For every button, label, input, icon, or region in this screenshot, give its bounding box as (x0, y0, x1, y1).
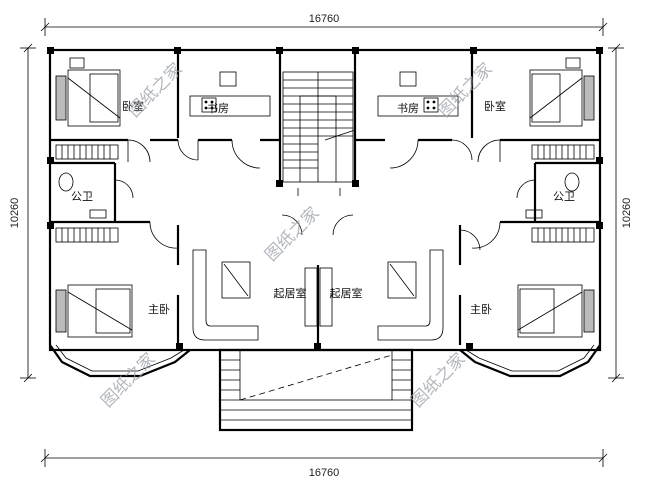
dimension-right (608, 43, 624, 383)
bed-top-left (55, 57, 121, 127)
watermark-4: 图纸之家 (97, 349, 159, 411)
dimension-left-label: 10260 (9, 198, 21, 229)
balcony (218, 348, 414, 432)
dimension-bottom (40, 449, 608, 467)
dimension-top (40, 18, 608, 36)
room-label-master-right: 主卧 (470, 303, 492, 316)
bath-fixtures (58, 172, 580, 219)
room-label-bath-left: 公卫 (71, 190, 93, 203)
sofa-left (192, 249, 259, 341)
room-label-master-left: 主卧 (148, 303, 170, 316)
watermark-5: 图纸之家 (407, 349, 469, 411)
bed-bottom-right (517, 284, 595, 338)
dimension-left (20, 43, 36, 383)
interior-walls (50, 50, 600, 345)
dimension-right-label: 10260 (621, 198, 633, 229)
center-cabinet (304, 267, 333, 327)
doors (114, 139, 536, 251)
study-desk-left (189, 71, 271, 117)
room-label-bath-right: 公卫 (553, 190, 575, 203)
wardrobes (55, 144, 595, 243)
study-desk-right (377, 71, 459, 117)
staircase (282, 71, 356, 196)
room-label-bedroom-left: 卧室 (122, 99, 144, 113)
bed-bottom-left (55, 284, 133, 338)
bed-top-right (529, 57, 595, 127)
room-label-living-left: 起居室 (274, 286, 307, 300)
room-label-bedroom-right: 卧室 (484, 99, 506, 113)
dimension-bottom-label: 16760 (309, 467, 340, 479)
dimension-top-label: 16760 (309, 13, 340, 25)
room-label-study-left: 书房 (207, 102, 229, 115)
room-label-living-right: 起居室 (330, 286, 363, 300)
room-label-study-right: 书房 (397, 102, 419, 115)
watermark-3: 图纸之家 (261, 203, 323, 265)
sofa-right (377, 249, 444, 341)
